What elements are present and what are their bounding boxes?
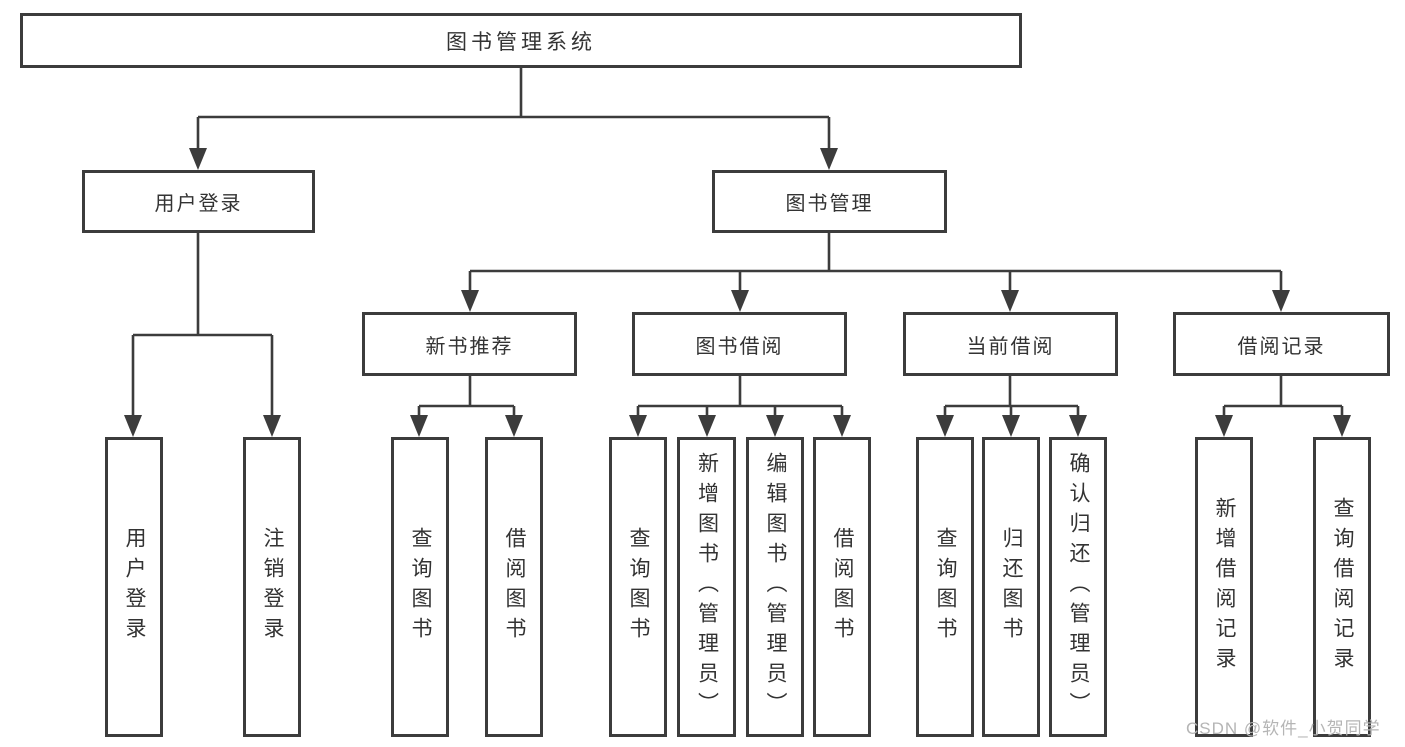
- node-label: 借阅图书: [503, 527, 526, 647]
- arrow-down-icon: [505, 415, 523, 437]
- node-label: 图书借阅: [695, 335, 784, 358]
- node-book-borrowing: 图书借阅: [632, 312, 847, 376]
- node-label: 用户登录: [123, 527, 146, 647]
- node-label: 图书管理: [785, 193, 874, 215]
- node-label: 用户登录: [154, 193, 243, 215]
- arrow-down-icon: [189, 148, 207, 170]
- arrow-down-icon: [731, 290, 749, 312]
- arrow-down-icon: [629, 415, 647, 437]
- node-borrowing-records: 借阅记录: [1173, 312, 1390, 376]
- arrow-down-icon: [833, 415, 851, 437]
- leaf-add-books-admin: 新增图书（管理员）: [677, 437, 736, 737]
- node-label: 查询借阅记录: [1331, 497, 1354, 677]
- node-label: 新增借阅记录: [1213, 497, 1236, 677]
- arrow-down-icon: [1272, 290, 1290, 312]
- leaf-query-books-borrowing: 查询图书: [609, 437, 667, 737]
- arrow-down-icon: [820, 148, 838, 170]
- node-label: 确认归还（管理员）: [1067, 452, 1090, 722]
- leaf-confirm-return-admin: 确认归还（管理员）: [1049, 437, 1107, 737]
- node-label: 图书管理系统: [446, 30, 596, 54]
- leaf-logout: 注销登录: [243, 437, 301, 737]
- arrow-down-icon: [1215, 415, 1233, 437]
- arrow-down-icon: [936, 415, 954, 437]
- node-label: 新书推荐: [425, 335, 514, 358]
- node-label: 查询图书: [627, 527, 650, 647]
- arrow-down-icon: [410, 415, 428, 437]
- arrow-down-icon: [1002, 415, 1020, 437]
- node-label: 新增图书（管理员）: [695, 452, 719, 722]
- leaf-query-borrow-record: 查询借阅记录: [1313, 437, 1371, 737]
- node-label: 查询图书: [409, 527, 432, 647]
- leaf-query-books-recommend: 查询图书: [391, 437, 449, 737]
- leaf-query-books-current: 查询图书: [916, 437, 974, 737]
- leaf-borrow-books: 借阅图书: [813, 437, 871, 737]
- arrow-down-icon: [124, 415, 142, 437]
- node-label: 注销登录: [261, 527, 284, 647]
- node-user-login: 用户登录: [82, 170, 315, 233]
- node-label: 查询图书: [934, 527, 957, 647]
- arrow-down-icon: [1001, 290, 1019, 312]
- node-new-book-recommendation: 新书推荐: [362, 312, 577, 376]
- node-book-management: 图书管理: [712, 170, 947, 233]
- node-label: 当前借阅: [966, 335, 1055, 358]
- node-label: 编辑图书（管理员）: [764, 452, 787, 722]
- node-library-system: 图书管理系统: [20, 13, 1022, 68]
- connector-path: [131, 68, 1344, 419]
- arrow-down-icon: [766, 415, 784, 437]
- leaf-borrow-books-recommend: 借阅图书: [485, 437, 543, 737]
- leaf-add-borrow-record: 新增借阅记录: [1195, 437, 1253, 737]
- leaf-user-login: 用户登录: [105, 437, 163, 737]
- node-current-borrowing: 当前借阅: [903, 312, 1118, 376]
- arrow-down-icon: [1333, 415, 1351, 437]
- arrow-down-icon: [461, 290, 479, 312]
- arrow-down-icon: [1069, 415, 1087, 437]
- node-label: 借阅图书: [831, 527, 854, 647]
- node-label: 归还图书: [1000, 527, 1023, 647]
- node-label: 借阅记录: [1237, 335, 1326, 358]
- leaf-return-books: 归还图书: [982, 437, 1040, 737]
- csdn-watermark: CSDN @软件_小贺同学: [1186, 719, 1381, 738]
- leaf-edit-books-admin: 编辑图书（管理员）: [746, 437, 804, 737]
- arrow-down-icon: [698, 415, 716, 437]
- arrow-down-icon: [263, 415, 281, 437]
